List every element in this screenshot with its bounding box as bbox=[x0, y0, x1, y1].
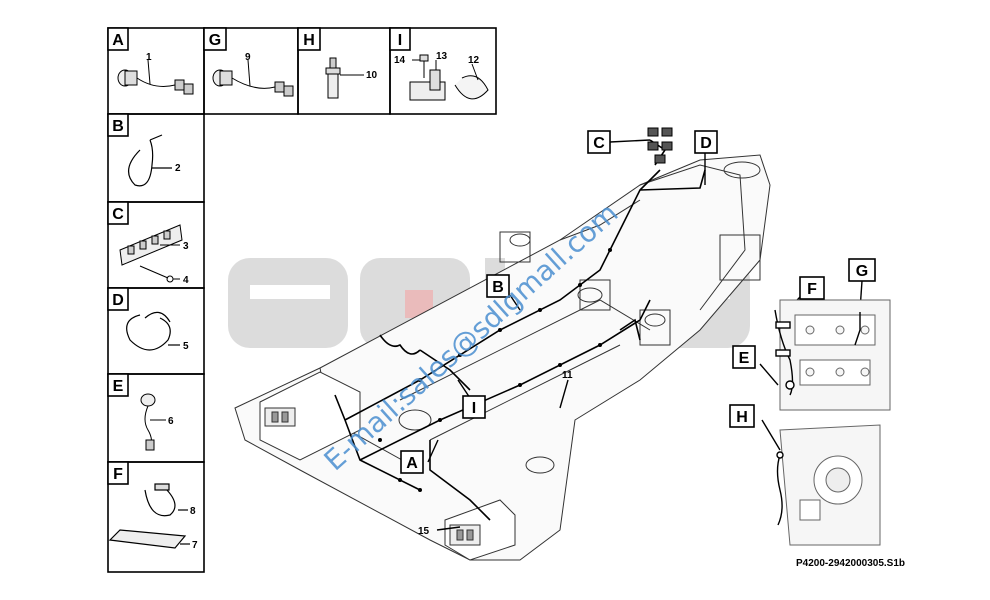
panel-a-letter: A bbox=[107, 27, 129, 51]
item-14-number: 14 bbox=[394, 55, 406, 66]
panel-c-letter: C bbox=[107, 201, 129, 225]
item-11-number: 11 bbox=[562, 370, 573, 381]
callout-d-label: D bbox=[700, 135, 712, 152]
panel-h-label: H bbox=[303, 32, 315, 49]
item-7-number: 7 bbox=[192, 540, 198, 551]
callout-e: E bbox=[732, 345, 756, 369]
callout-f: F bbox=[799, 276, 825, 300]
callout-g-label: G bbox=[856, 263, 868, 280]
connector-cluster bbox=[647, 127, 673, 164]
item-10-number: 10 bbox=[366, 70, 378, 81]
part-connector-strip-icon bbox=[119, 224, 183, 283]
item-6-number: 6 bbox=[168, 416, 174, 427]
part-code: P4200-2942000305.S1b bbox=[796, 558, 905, 569]
panel-c-label: C bbox=[112, 206, 124, 223]
panel-h-letter: H bbox=[297, 27, 321, 51]
item-15-number: 15 bbox=[418, 526, 430, 537]
part-clamp-plate-icon bbox=[108, 483, 190, 549]
part-sensor-e-icon bbox=[140, 393, 166, 451]
panel-b-letter: B bbox=[107, 113, 129, 137]
part-sensor-a-icon bbox=[117, 59, 194, 95]
item-4-number: 4 bbox=[183, 275, 189, 286]
panel-g-letter: G bbox=[203, 27, 227, 51]
callout-g: G bbox=[848, 258, 876, 282]
callout-f-label: F bbox=[807, 281, 817, 298]
part-cable-tie-icon bbox=[128, 134, 172, 187]
part-loop-tie-icon bbox=[126, 311, 180, 351]
callout-e-label: E bbox=[739, 350, 750, 367]
callout-c: C bbox=[587, 130, 611, 154]
callout-c-label: C bbox=[593, 135, 605, 152]
item-3-number: 3 bbox=[183, 241, 189, 252]
callout-d: D bbox=[694, 130, 718, 154]
detail-wires-h bbox=[776, 451, 784, 526]
callout-b-label: B bbox=[492, 279, 504, 296]
detail-view-h bbox=[779, 424, 881, 546]
panel-d-letter: D bbox=[107, 287, 129, 311]
callout-a: A bbox=[400, 450, 424, 474]
part-bracket-clamp-icon bbox=[409, 54, 489, 101]
callout-i-label: I bbox=[472, 400, 476, 417]
panel-e-label: E bbox=[113, 378, 124, 395]
panel-d-label: D bbox=[112, 292, 124, 309]
panel-f-label: F bbox=[113, 466, 123, 483]
callout-i: I bbox=[462, 395, 486, 419]
callout-h: H bbox=[729, 404, 755, 428]
wire-clips bbox=[378, 248, 612, 492]
chassis-frame-drawing bbox=[234, 154, 771, 561]
parts-panels bbox=[107, 27, 497, 573]
panel-b-label: B bbox=[112, 118, 124, 135]
panel-a-label: A bbox=[112, 32, 124, 49]
item-5-number: 5 bbox=[183, 341, 189, 352]
panel-g-label: G bbox=[209, 32, 221, 49]
panel-i-label: I bbox=[398, 32, 402, 49]
part-sensor-g-icon bbox=[212, 59, 294, 97]
item-12-number: 12 bbox=[468, 55, 480, 66]
item-9-number: 9 bbox=[245, 52, 251, 63]
panel-f-letter: F bbox=[107, 461, 129, 485]
panel-i-letter: I bbox=[389, 27, 411, 51]
detail-view-ef bbox=[779, 299, 891, 411]
part-pressure-switch-icon bbox=[325, 57, 364, 99]
item-8-number: 8 bbox=[190, 506, 196, 517]
item-13-number: 13 bbox=[436, 51, 448, 62]
detail-wires-ef bbox=[774, 309, 861, 396]
callout-a-label: A bbox=[406, 455, 418, 472]
callout-b: B bbox=[486, 274, 510, 298]
item-2-number: 2 bbox=[175, 163, 181, 174]
panel-e-letter: E bbox=[107, 373, 129, 397]
panel-letters: A G H I B C D E F bbox=[107, 27, 411, 485]
callout-h-label: H bbox=[736, 409, 748, 426]
item-1-number: 1 bbox=[146, 52, 152, 63]
